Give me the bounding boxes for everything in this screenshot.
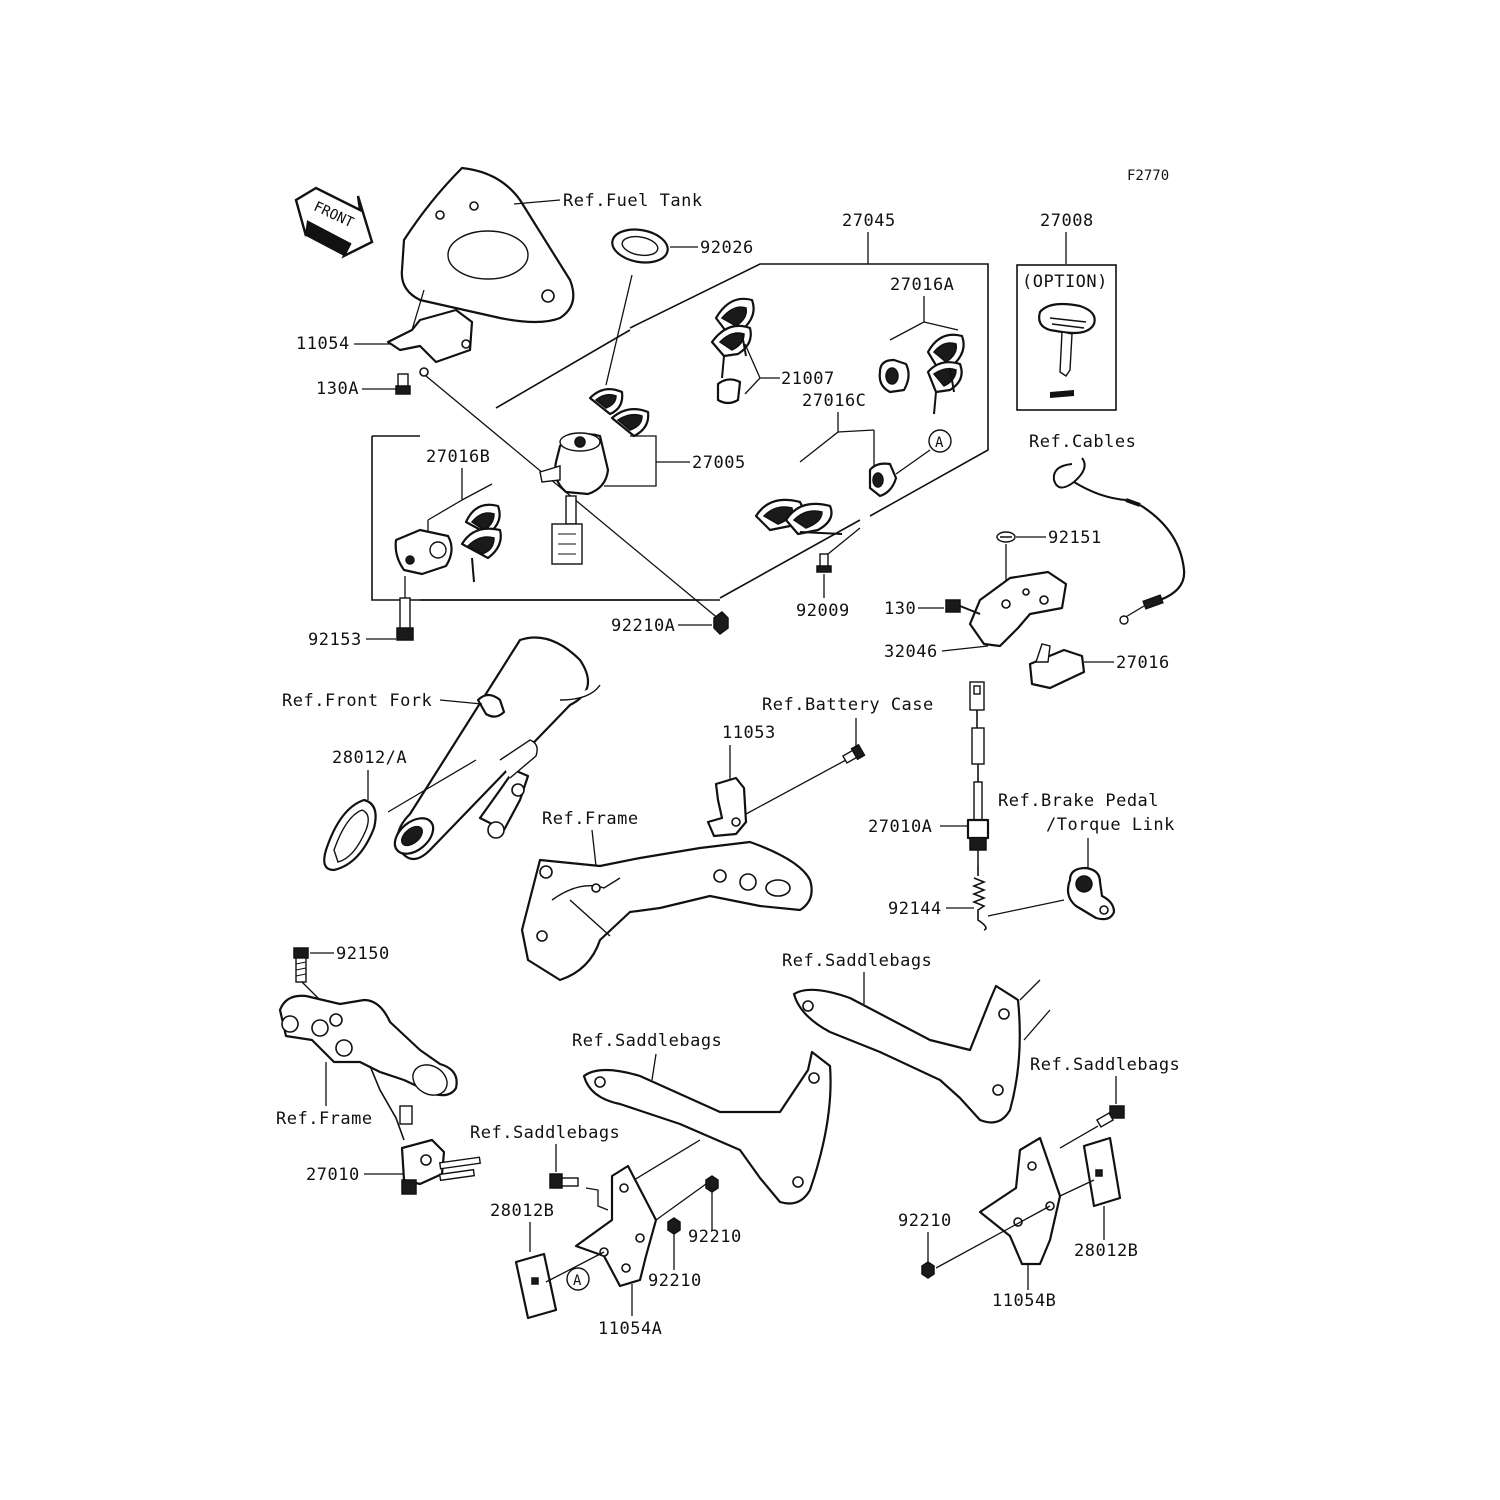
label-11054B: 11054B	[992, 1291, 1056, 1311]
label-92210A: 92210A	[611, 616, 675, 636]
frame-center-part	[520, 840, 813, 982]
reflector-28012b-right-part	[1082, 1136, 1122, 1208]
label-ref-saddlebags-left: Ref.Saddlebags	[470, 1123, 620, 1143]
label-ref-front-fork: Ref.Front Fork	[282, 691, 432, 711]
frame-lower-left-part	[278, 994, 458, 1097]
ring-92026-part	[611, 228, 669, 264]
bolt-battery-case-part	[841, 743, 866, 764]
label-27010A: 27010A	[868, 817, 932, 837]
circle-marker-a-bottom: A	[573, 1273, 582, 1289]
keys-27016a-part	[926, 333, 965, 415]
fuel-tank-cover-part	[400, 166, 575, 324]
label-11054: 11054	[296, 334, 350, 354]
label-27016B: 27016B	[426, 447, 490, 467]
bracket-11054a-part	[574, 1164, 658, 1288]
label-92210-b: 92210	[648, 1271, 702, 1291]
lock-27016a-part	[878, 358, 910, 394]
lock-27016c-part	[868, 462, 898, 498]
saddlebag-bracket-left-part	[582, 1050, 832, 1205]
nut-92210-b-part	[667, 1217, 681, 1235]
label-92144: 92144	[888, 899, 942, 919]
label-ref-saddlebags-center: Ref.Saddlebags	[572, 1031, 722, 1051]
bracket-11054b-part	[978, 1136, 1062, 1266]
label-92009: 92009	[796, 601, 850, 621]
bracket-11054-part	[386, 308, 474, 364]
bracket-32046-part	[968, 570, 1068, 648]
reflector-28012a-part	[323, 798, 377, 872]
label-ref-brake-pedal-2: /Torque Link	[1046, 815, 1175, 835]
keys-27016c-part	[754, 498, 843, 536]
label-ref-fuel-tank: Ref.Fuel Tank	[563, 191, 703, 211]
lock-27016b-part	[394, 528, 453, 576]
switch-27010-part	[369, 1065, 482, 1195]
label-11053: 11053	[722, 723, 776, 743]
keys-27016b-part	[460, 503, 502, 583]
screw-92009-part	[816, 553, 832, 573]
nut-92210a-part	[713, 611, 729, 635]
label-28012B-right: 28012B	[1074, 1241, 1138, 1261]
keys-21007-part	[710, 297, 755, 405]
screw-92151-part	[996, 531, 1016, 543]
bracket-11053-part	[706, 776, 748, 838]
switch-27016-part	[1028, 615, 1129, 690]
label-ref-battery-case: Ref.Battery Case	[762, 695, 934, 715]
bolt-92153-part	[396, 597, 414, 641]
nut-92210-c-part	[921, 1261, 935, 1279]
label-92150: 92150	[336, 944, 390, 964]
bolt-92150-part	[293, 947, 309, 983]
key-27008-part	[1038, 302, 1096, 398]
label-27010: 27010	[306, 1165, 360, 1185]
front-fork-part	[393, 636, 601, 861]
label-130: 130	[884, 599, 916, 619]
label-92151: 92151	[1048, 528, 1102, 548]
label-27045: 27045	[842, 211, 896, 231]
front-arrow-icon: FRONT	[294, 186, 374, 259]
label-ref-frame-center: Ref.Frame	[542, 809, 639, 829]
cable-part	[1052, 457, 1186, 619]
keys-27005-part	[588, 387, 650, 438]
label-92026: 92026	[700, 238, 754, 258]
label-21007: 21007	[781, 369, 835, 389]
option-note: (OPTION)	[1022, 272, 1108, 292]
label-27016: 27016	[1116, 653, 1170, 673]
label-28012A: 28012/A	[332, 748, 407, 768]
circle-marker-a-top: A	[935, 435, 944, 451]
saddlebag-bracket-right-part	[792, 979, 1051, 1124]
label-ref-frame-lower: Ref.Frame	[276, 1109, 373, 1129]
label-130A: 130A	[316, 379, 359, 399]
bolt-saddlebag-right-part	[1095, 1105, 1125, 1128]
label-32046: 32046	[884, 642, 938, 662]
spring-92144-part	[971, 866, 987, 931]
label-92210-c: 92210	[898, 1211, 952, 1231]
bolt-130a-part	[395, 373, 411, 395]
label-27008: 27008	[1040, 211, 1094, 231]
nut-92210-a-part	[705, 1175, 719, 1193]
label-ref-brake-pedal-1: Ref.Brake Pedal	[998, 791, 1159, 811]
label-92153: 92153	[308, 630, 362, 650]
label-11054A: 11054A	[598, 1319, 662, 1339]
torque-link-part	[1066, 866, 1116, 921]
bolt-130-part	[945, 599, 981, 615]
label-92210-a: 92210	[688, 1227, 742, 1247]
bolt-saddlebag-left-part	[549, 1173, 579, 1189]
label-ref-saddlebags-top: Ref.Saddlebags	[782, 951, 932, 971]
ignition-switch-27005-part	[539, 432, 610, 565]
switch-27010a-part	[966, 681, 990, 866]
label-ref-saddlebags-right: Ref.Saddlebags	[1030, 1055, 1180, 1075]
label-27016C: 27016C	[802, 391, 866, 411]
label-ref-cables: Ref.Cables	[1029, 432, 1136, 452]
label-28012B-left: 28012B	[490, 1201, 554, 1221]
label-27016A: 27016A	[890, 275, 954, 295]
reflector-28012b-left-part	[514, 1252, 558, 1320]
label-27005: 27005	[692, 453, 746, 473]
figure-code: F2770	[1127, 168, 1169, 184]
